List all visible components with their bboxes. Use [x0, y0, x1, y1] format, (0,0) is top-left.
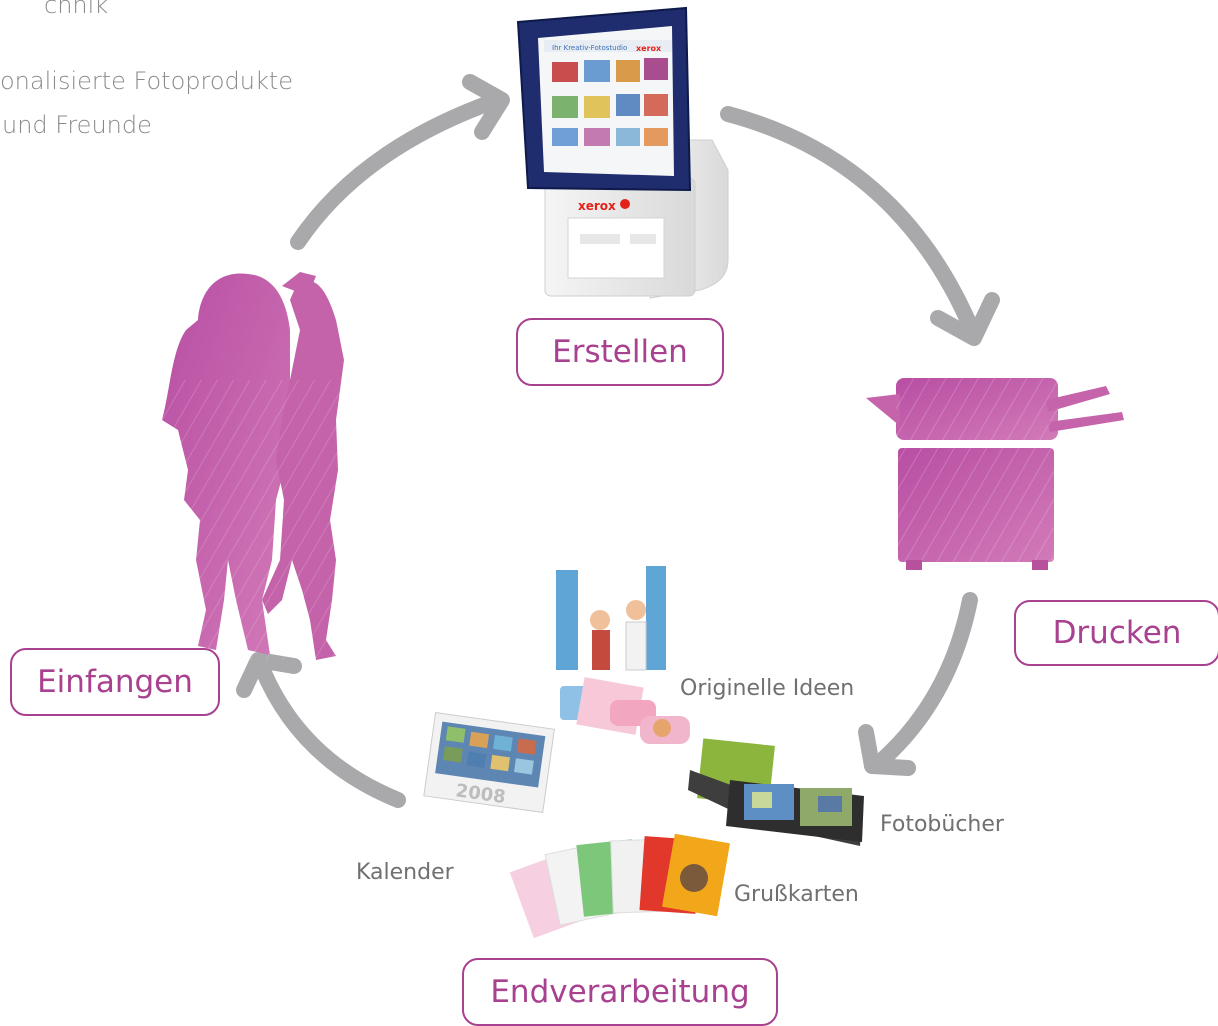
stage-erstellen: Erstellen — [516, 318, 724, 386]
kiosk-screen-brand: xerox — [636, 44, 662, 53]
grusskarten-image — [509, 833, 730, 939]
kiosk-screen-title: Ihr Kreativ-Fotostudio — [552, 44, 627, 52]
stage-endverarbeitung: Endverarbeitung — [462, 958, 778, 1026]
intro-line-2: onalisierte Fotoprodukte — [0, 67, 294, 95]
arrow-to-drucken — [720, 106, 1000, 346]
intro-line-3: und Freunde — [2, 111, 152, 139]
arrow-to-erstellen — [290, 74, 510, 250]
label-originelle-ideen: Originelle Ideen — [680, 676, 855, 701]
label-kalender: Kalender — [356, 860, 454, 885]
stage-drucken: Drucken — [1014, 600, 1218, 666]
fotobuecher-image — [688, 738, 864, 846]
photo-kiosk-image: xerox Ihr Kreativ-Fotostudio xerox — [516, 6, 729, 299]
intro-line-1: chnik — [44, 0, 109, 19]
label-grusskarten: Grußkarten — [734, 882, 859, 907]
arrow-to-einfangen — [236, 652, 406, 808]
label-fotobuecher: Fotobücher — [880, 812, 1004, 837]
intro-text: chnik onalisierte Fotoprodukte und Freun… — [0, 0, 360, 139]
kiosk-body-brand: xerox — [578, 199, 616, 213]
arrow-to-endverarbeitung — [858, 592, 978, 776]
cycle-arrows — [236, 74, 1000, 808]
printer-icon — [866, 378, 1124, 570]
kalender-image: 2008 — [423, 711, 555, 814]
people-silhouette-icon — [162, 272, 344, 660]
stage-einfangen: Einfangen — [10, 648, 220, 716]
originelle-ideen-image — [556, 566, 690, 744]
kiosk-screen-tiles — [552, 58, 668, 146]
